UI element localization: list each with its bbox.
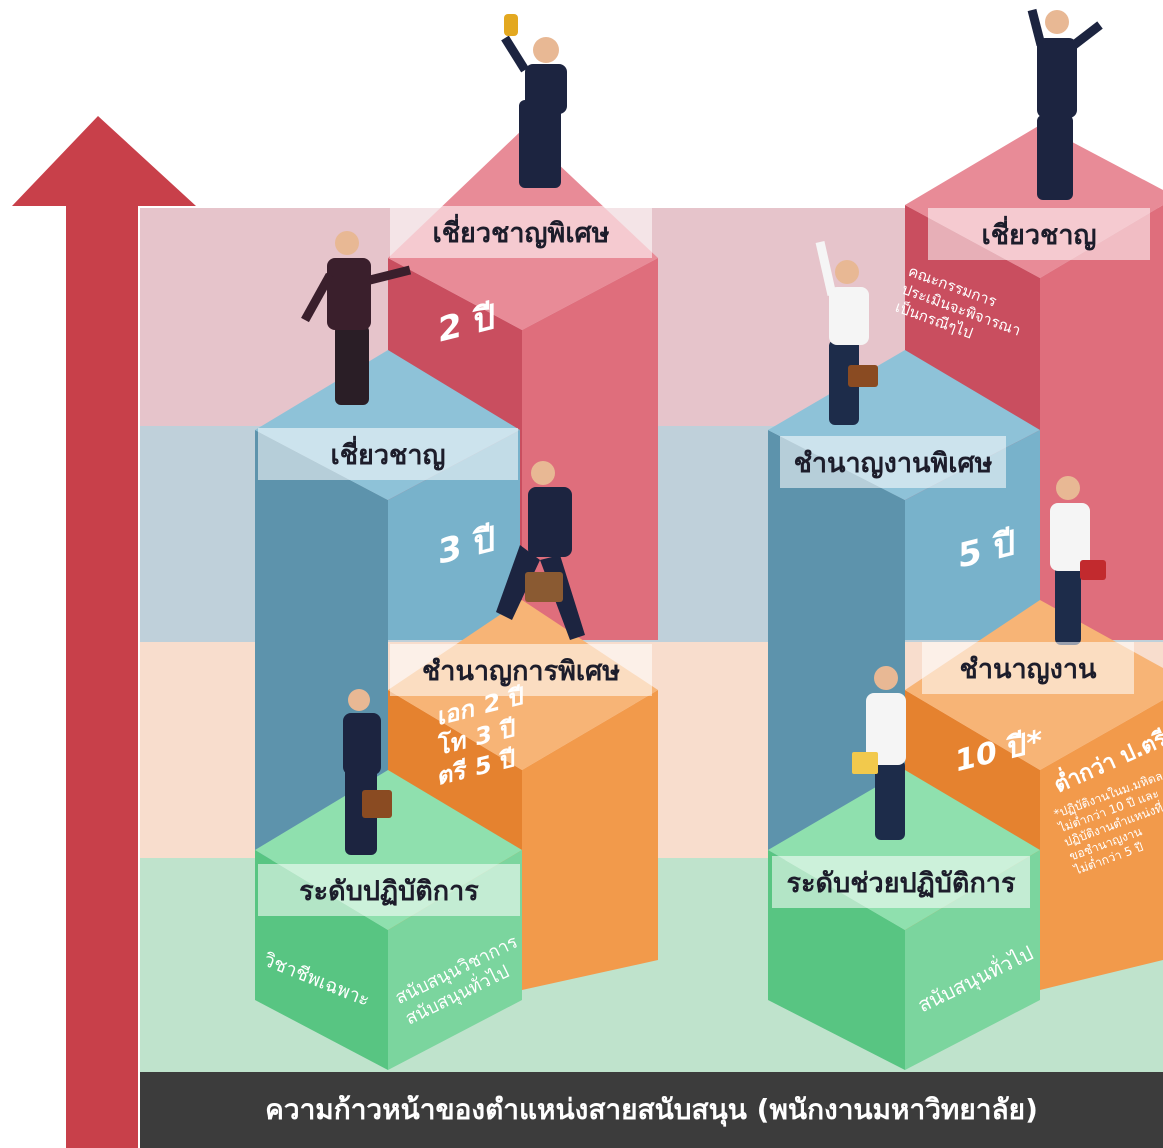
person-briefcase-icon	[343, 689, 392, 855]
label-skilled: ชำนาญงาน	[922, 642, 1134, 694]
label-expert-right: เชี่ยวชาญ	[928, 208, 1150, 260]
person-presenting-icon	[301, 231, 412, 405]
person-walking-icon	[496, 461, 585, 640]
person-raising-hand-icon	[815, 241, 878, 425]
page-title: ความก้าวหน้าของตำแหน่งสายสนับสนุน (พนักง…	[140, 1072, 1163, 1148]
label-professional-special: ชำนาญการพิเศษ	[390, 644, 652, 696]
label-skilled-special: ชำนาญงานพิเศษ	[780, 436, 1006, 488]
left-orange-side	[522, 690, 658, 990]
right-orange-side	[1040, 700, 1163, 990]
label-operational: ระดับปฏิบัติการ	[258, 864, 520, 916]
label-assistant-operational: ระดับช่วยปฏิบัติการ	[772, 856, 1030, 908]
up-arrow-icon	[12, 116, 196, 1148]
person-folder-call-icon	[852, 666, 906, 840]
person-trophy-icon	[501, 14, 567, 188]
person-cheering-icon	[1027, 8, 1103, 200]
label-special-expert: เชี่ยวชาญพิเศษ	[390, 206, 652, 258]
person-phone-call-icon	[1050, 476, 1106, 645]
label-expert-left: เชี่ยวชาญ	[258, 428, 518, 480]
